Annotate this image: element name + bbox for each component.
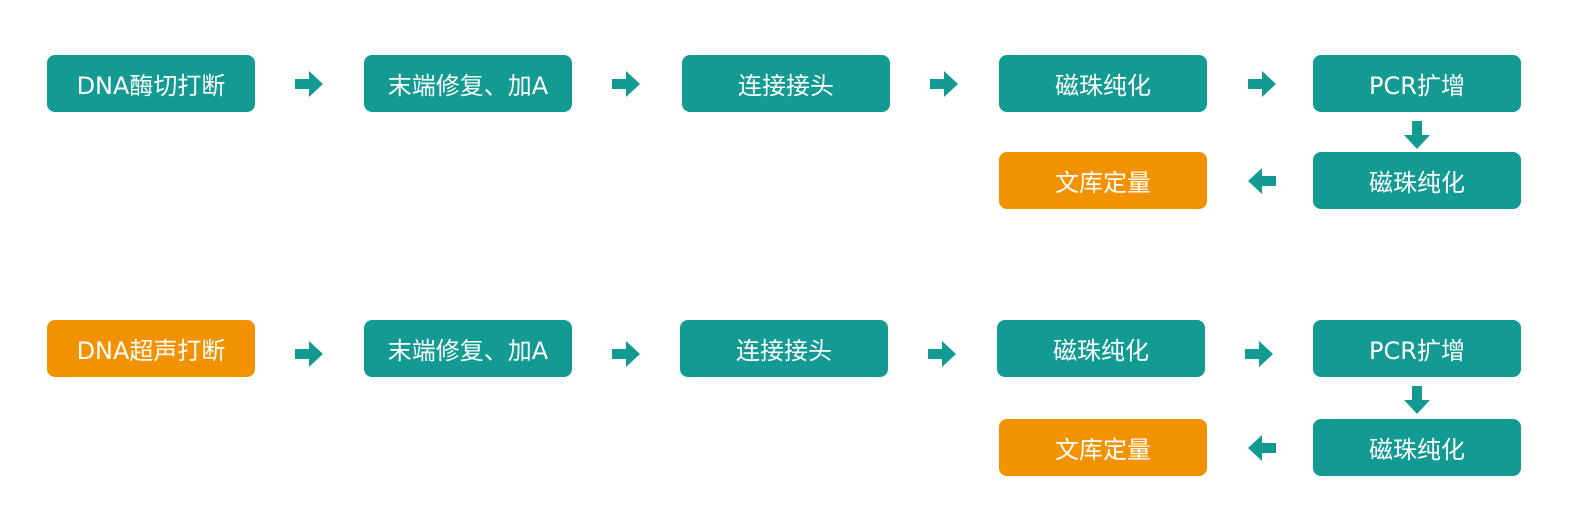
- step-label: 连接接头: [738, 72, 834, 100]
- step-end-repair: 末端修复、加A: [364, 320, 572, 377]
- arrow-left-icon: [1246, 165, 1278, 197]
- step-bead-purification: 磁珠纯化: [999, 55, 1207, 112]
- step-adapter-ligation: 连接接头: [680, 320, 888, 377]
- step-label: 连接接头: [736, 337, 832, 365]
- flow-ultrasonic: DNA超声打断 末端修复、加A 连接接头 磁珠纯化 PCR扩增 磁珠纯化 文库定…: [0, 0, 1583, 476]
- arrow-right-icon: [926, 338, 958, 370]
- step-label: 磁珠纯化: [1369, 436, 1465, 464]
- step-label: 文库定量: [1055, 169, 1151, 197]
- arrow-right-icon: [610, 68, 642, 100]
- step-adapter-ligation: 连接接头: [682, 55, 890, 112]
- step-bead-purification: 磁珠纯化: [997, 320, 1205, 377]
- step-pcr-amplification: PCR扩增: [1313, 55, 1521, 112]
- arrow-right-icon: [1243, 338, 1275, 370]
- step-label: 磁珠纯化: [1369, 169, 1465, 197]
- arrow-right-icon: [928, 68, 960, 100]
- step-label: 末端修复、加A: [387, 337, 549, 365]
- arrow-down-icon: [1401, 384, 1433, 416]
- step-bead-purification-2: 磁珠纯化: [1313, 152, 1521, 209]
- step-label: DNA酶切打断: [76, 72, 226, 100]
- step-label: PCR扩增: [1369, 337, 1465, 365]
- arrow-right-icon: [293, 338, 325, 370]
- step-label: DNA超声打断: [76, 337, 226, 365]
- step-bead-purification-2: 磁珠纯化: [1313, 419, 1521, 476]
- arrow-right-icon: [293, 68, 325, 100]
- step-library-quantification: 文库定量: [999, 419, 1207, 476]
- step-label: 磁珠纯化: [1055, 72, 1151, 100]
- arrow-down-icon: [1401, 119, 1433, 151]
- step-label: 末端修复、加A: [387, 72, 549, 100]
- step-fragmentation: DNA超声打断: [47, 320, 255, 377]
- step-label: 文库定量: [1055, 436, 1151, 464]
- arrow-left-icon: [1246, 432, 1278, 464]
- step-pcr-amplification: PCR扩增: [1313, 320, 1521, 377]
- arrow-right-icon: [610, 338, 642, 370]
- step-label: 磁珠纯化: [1053, 337, 1149, 365]
- step-library-quantification: 文库定量: [999, 152, 1207, 209]
- step-label: PCR扩增: [1369, 72, 1465, 100]
- step-fragmentation: DNA酶切打断: [47, 55, 255, 112]
- step-end-repair: 末端修复、加A: [364, 55, 572, 112]
- arrow-right-icon: [1246, 68, 1278, 100]
- flow-enzymatic: DNA酶切打断 末端修复、加A 连接接头 磁珠纯化 PCR扩增 磁珠纯化 文库定…: [0, 0, 1583, 209]
